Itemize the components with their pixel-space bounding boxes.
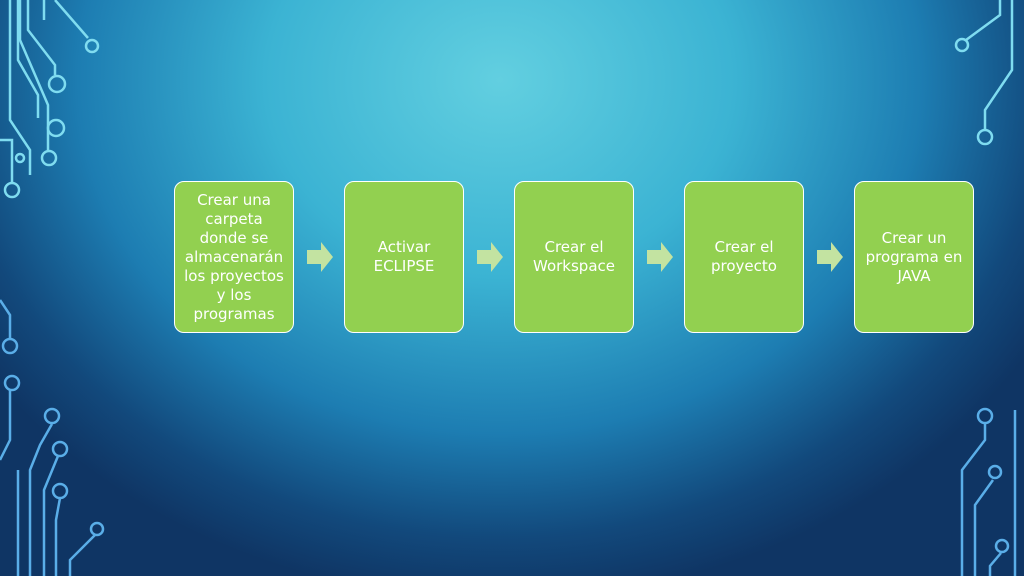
circuit-top-right-icon — [954, 0, 1014, 146]
circuit-top-left-icon — [0, 0, 100, 199]
step-label: Activar ECLIPSE — [373, 238, 435, 275]
circuit-bottom-left-icon — [0, 299, 105, 576]
step-create-project: Crear el proyecto — [684, 181, 804, 333]
step-create-folder: Crear una carpeta donde se almacenarán l… — [174, 181, 294, 333]
step-create-java-program: Crear un programa en JAVA — [854, 181, 974, 333]
circuit-bottom-right-icon — [960, 407, 1017, 576]
step-label: Crear un programa en JAVA — [865, 228, 963, 285]
arrow-right-icon — [477, 242, 503, 272]
step-label: Crear una carpeta donde se almacenarán l… — [184, 190, 284, 323]
arrow-right-icon — [307, 242, 333, 272]
step-label: Crear el proyecto — [711, 238, 777, 275]
step-label: Crear el Workspace — [533, 238, 615, 275]
step-create-workspace: Crear el Workspace — [514, 181, 634, 333]
step-activate-eclipse: Activar ECLIPSE — [344, 181, 464, 333]
arrow-right-icon — [817, 242, 843, 272]
arrow-right-icon — [647, 242, 673, 272]
